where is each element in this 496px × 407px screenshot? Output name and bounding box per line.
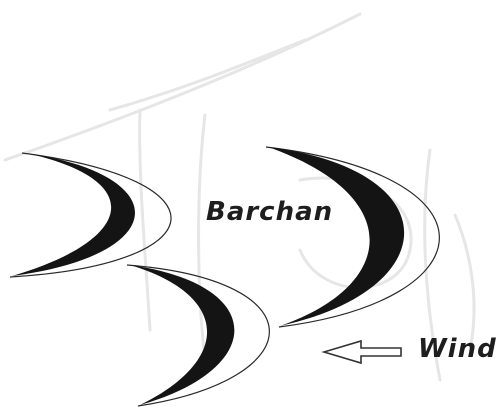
dune-slipface — [12, 153, 135, 276]
barchan-label: Barchan — [206, 197, 333, 227]
wind-label: Wind — [418, 334, 496, 364]
wind-arrow — [324, 341, 401, 363]
barchan-dune-upper-left — [10, 153, 171, 277]
barchan-dune-right — [266, 147, 439, 327]
